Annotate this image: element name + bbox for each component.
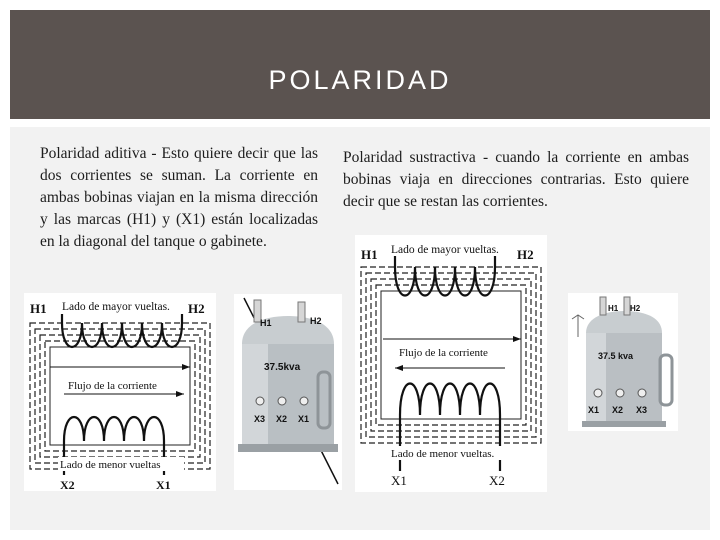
h2-terminal-label: H2 xyxy=(188,301,205,316)
low-turns-side-label: Lado de menor vueltas. xyxy=(391,448,494,460)
subtractive-polarity-text: Polaridad sustractiva - cuando la corrie… xyxy=(343,147,689,213)
photo-x3-label: X3 xyxy=(254,414,265,424)
h1-terminal-label: H1 xyxy=(361,247,378,262)
h2-terminal-label: H2 xyxy=(517,247,534,262)
photo-x1-label: X1 xyxy=(588,405,599,415)
h1-terminal-label: H1 xyxy=(30,301,47,316)
photo-rating-label: 37.5 kva xyxy=(598,351,634,361)
x1-terminal-label: X1 xyxy=(391,473,407,488)
photo-x1-label: X1 xyxy=(298,414,309,424)
photo-x3-label: X3 xyxy=(636,405,647,415)
photo-x2-label: X2 xyxy=(276,414,287,424)
photo-h1-label: H1 xyxy=(608,304,619,313)
additive-transformer-image: H1 H2 37.5kva X3 X2 X1 xyxy=(234,294,342,490)
slide-title: POLARIDAD xyxy=(10,65,710,96)
high-turns-side-label: Lado de mayor vueltas. xyxy=(391,244,499,256)
x1-terminal-label: X1 xyxy=(156,478,171,491)
photo-rating-label: 37.5kva xyxy=(264,362,301,373)
x2-terminal-label: X2 xyxy=(60,478,75,491)
photo-h2-label: H2 xyxy=(630,304,641,313)
current-flow-label: Flujo de la corriente xyxy=(68,380,157,392)
subtractive-polarity-diagram: H1 Lado de mayor vueltas. H2 Flujo de la… xyxy=(355,235,547,492)
subtractive-transformer-image: H1 H2 37.5 kva X1 X2 X3 xyxy=(568,293,678,431)
photo-x2-label: X2 xyxy=(612,405,623,415)
current-flow-label: Flujo de la corriente xyxy=(399,347,488,359)
additive-polarity-diagram: H1 Lado de mayor vueltas. H2 Flujo de la… xyxy=(24,293,216,491)
x2-terminal-label: X2 xyxy=(489,473,505,488)
additive-polarity-text: Polaridad aditiva - Esto quiere decir qu… xyxy=(40,143,318,253)
high-turns-side-label: Lado de mayor vueltas. xyxy=(62,301,170,313)
photo-h1-label: H1 xyxy=(260,318,272,328)
low-turns-side-label: Lado de menor vueltas xyxy=(60,459,161,471)
title-bar: POLARIDAD xyxy=(10,10,710,119)
photo-h2-label: H2 xyxy=(310,316,322,326)
